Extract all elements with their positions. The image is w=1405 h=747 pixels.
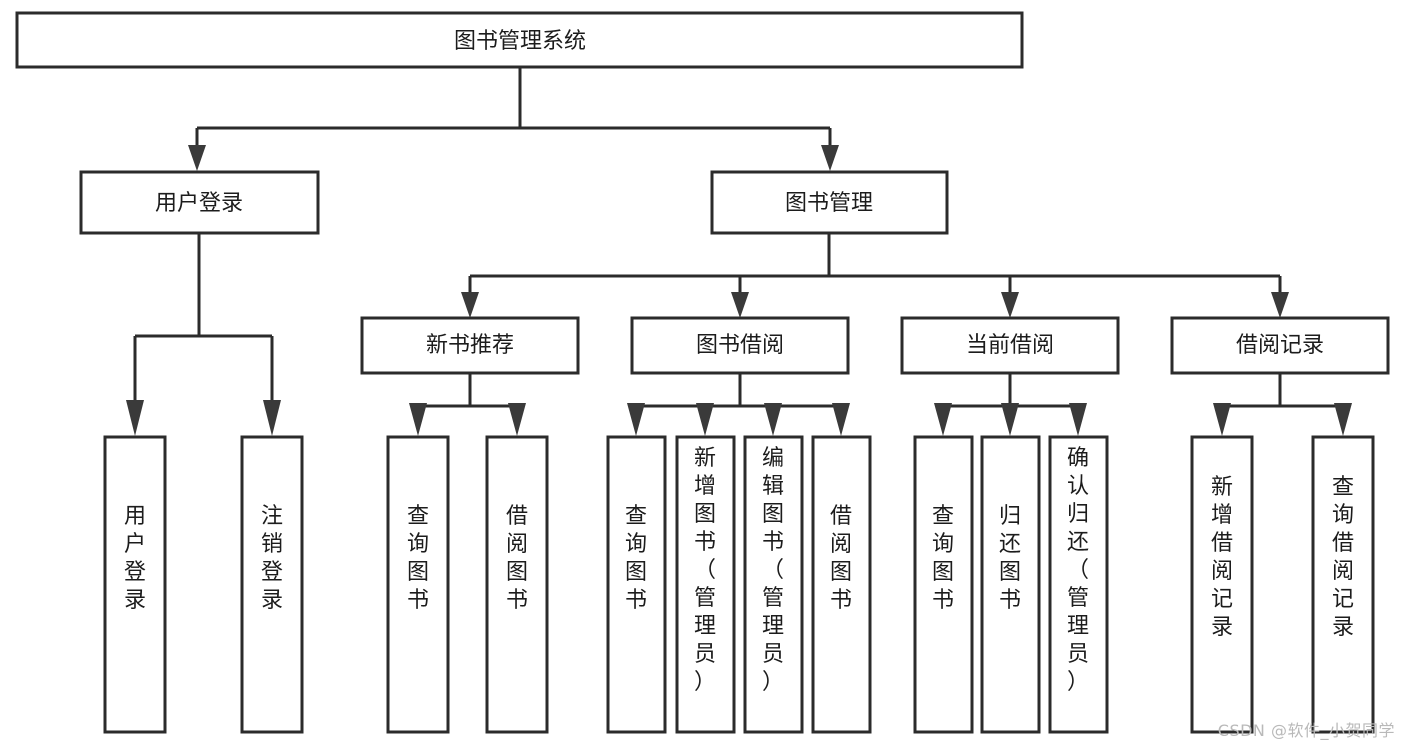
node-leaf-query-book-2-label: 查询图书 [625,504,647,613]
edge-layer [126,67,1352,436]
arrow-head-leaf-query-record [1334,403,1352,436]
node-leaf-query-book-3-box[interactable] [913,435,974,734]
node-book-borrow-label: 图书借阅 [696,333,784,358]
arrow-head-leaf-add-book [696,403,714,436]
node-leaf-add-record-label: 新增借阅记录 [1211,475,1233,640]
node-leaf-user-login-box[interactable] [103,435,167,734]
node-root-label: 图书管理系统 [454,29,586,54]
node-leaf-user-login-label: 用户登录 [124,504,146,613]
node-user-login-box[interactable] [79,170,320,235]
arrow-head-current-borrow [1001,292,1019,318]
node-leaf-query-record-box[interactable] [1311,435,1375,734]
node-leaf-query-record[interactable]: 查询借阅记录 [1311,435,1375,734]
arrow-head-leaf-query-book-1 [409,403,427,436]
node-leaf-return-book-box[interactable] [980,435,1041,734]
arrow-head-leaf-query-book-3 [934,403,952,436]
node-leaf-borrow-book-2-box[interactable] [811,435,872,734]
node-leaf-borrow-book-2[interactable]: 借阅图书 [811,435,872,734]
node-leaf-add-book-box[interactable] [675,435,736,734]
arrow-head-borrow-record [1271,292,1289,318]
node-leaf-add-book-label: 新增图书（管理员） [694,446,716,695]
arrow-head-leaf-borrow-book-1 [508,403,526,436]
arrow-head-leaf-query-book-2 [627,403,645,436]
node-borrow-record[interactable]: 借阅记录 [1170,316,1390,375]
arrow-head-user-login [188,145,206,171]
node-leaf-confirm-return-box[interactable] [1048,435,1109,734]
node-root-box[interactable] [15,11,1024,69]
node-borrow-record-box[interactable] [1170,316,1390,375]
node-layer: 图书管理系统 用户登录 图书管理 新书推荐 图书借阅 [15,11,1390,734]
arrow-head-leaf-add-record [1213,403,1231,436]
node-current-borrow-box[interactable] [900,316,1120,375]
node-leaf-edit-book[interactable]: 编辑图书（管理员） [743,435,804,734]
node-leaf-logout[interactable]: 注销登录 [240,435,304,734]
node-user-login-label: 用户登录 [155,191,243,216]
arrow-head-leaf-borrow-book-2 [832,403,850,436]
node-leaf-return-book-label: 归还图书 [999,504,1021,613]
node-leaf-query-book-1[interactable]: 查询图书 [386,435,450,734]
arrow-head-book-borrow [731,292,749,318]
node-leaf-logout-label: 注销登录 [261,504,283,613]
node-leaf-return-book[interactable]: 归还图书 [980,435,1041,734]
node-leaf-query-book-2-box[interactable] [606,435,667,734]
node-book-borrow[interactable]: 图书借阅 [630,316,850,375]
arrow-head-leaf-edit-book [764,403,782,436]
node-new-book-rec-label: 新书推荐 [426,333,514,358]
node-book-borrow-box[interactable] [630,316,850,375]
node-leaf-borrow-book-1[interactable]: 借阅图书 [485,435,549,734]
node-leaf-query-book-1-label: 查询图书 [407,504,429,613]
node-leaf-query-book-3[interactable]: 查询图书 [913,435,974,734]
node-leaf-confirm-return[interactable]: 确认归还（管理员） [1048,435,1109,734]
node-leaf-add-book[interactable]: 新增图书（管理员） [675,435,736,734]
node-leaf-query-record-label: 查询借阅记录 [1332,475,1354,640]
node-root[interactable]: 图书管理系统 [15,11,1024,69]
node-leaf-logout-box[interactable] [240,435,304,734]
arrow-head-new-book-rec [461,292,479,318]
node-leaf-confirm-return-label: 确认归还（管理员） [1067,446,1089,695]
node-leaf-edit-book-label: 编辑图书（管理员） [762,446,784,695]
arrow-head-leaf-confirm-return [1069,403,1087,436]
arrow-head-leaf-user-login [126,400,144,436]
node-new-book-rec-box[interactable] [360,316,580,375]
node-leaf-query-book-1-box[interactable] [386,435,450,734]
node-book-mgmt-label: 图书管理 [785,191,873,216]
node-current-borrow[interactable]: 当前借阅 [900,316,1120,375]
node-book-mgmt[interactable]: 图书管理 [710,170,949,235]
node-new-book-rec[interactable]: 新书推荐 [360,316,580,375]
node-leaf-add-record[interactable]: 新增借阅记录 [1190,435,1254,734]
arrow-head-book-mgmt [821,145,839,171]
node-leaf-query-book-3-label: 查询图书 [932,504,954,613]
node-leaf-borrow-book-1-label: 借阅图书 [506,504,528,613]
arrow-head-leaf-return-book [1001,403,1019,436]
node-current-borrow-label: 当前借阅 [966,333,1054,358]
node-leaf-edit-book-box[interactable] [743,435,804,734]
node-leaf-borrow-book-2-label: 借阅图书 [830,504,852,613]
node-leaf-borrow-book-1-box[interactable] [485,435,549,734]
node-user-login[interactable]: 用户登录 [79,170,320,235]
node-leaf-user-login[interactable]: 用户登录 [103,435,167,734]
node-book-mgmt-box[interactable] [710,170,949,235]
node-leaf-add-record-box[interactable] [1190,435,1254,734]
node-leaf-query-book-2[interactable]: 查询图书 [606,435,667,734]
node-borrow-record-label: 借阅记录 [1236,333,1324,358]
arrow-head-leaf-logout [263,400,281,436]
